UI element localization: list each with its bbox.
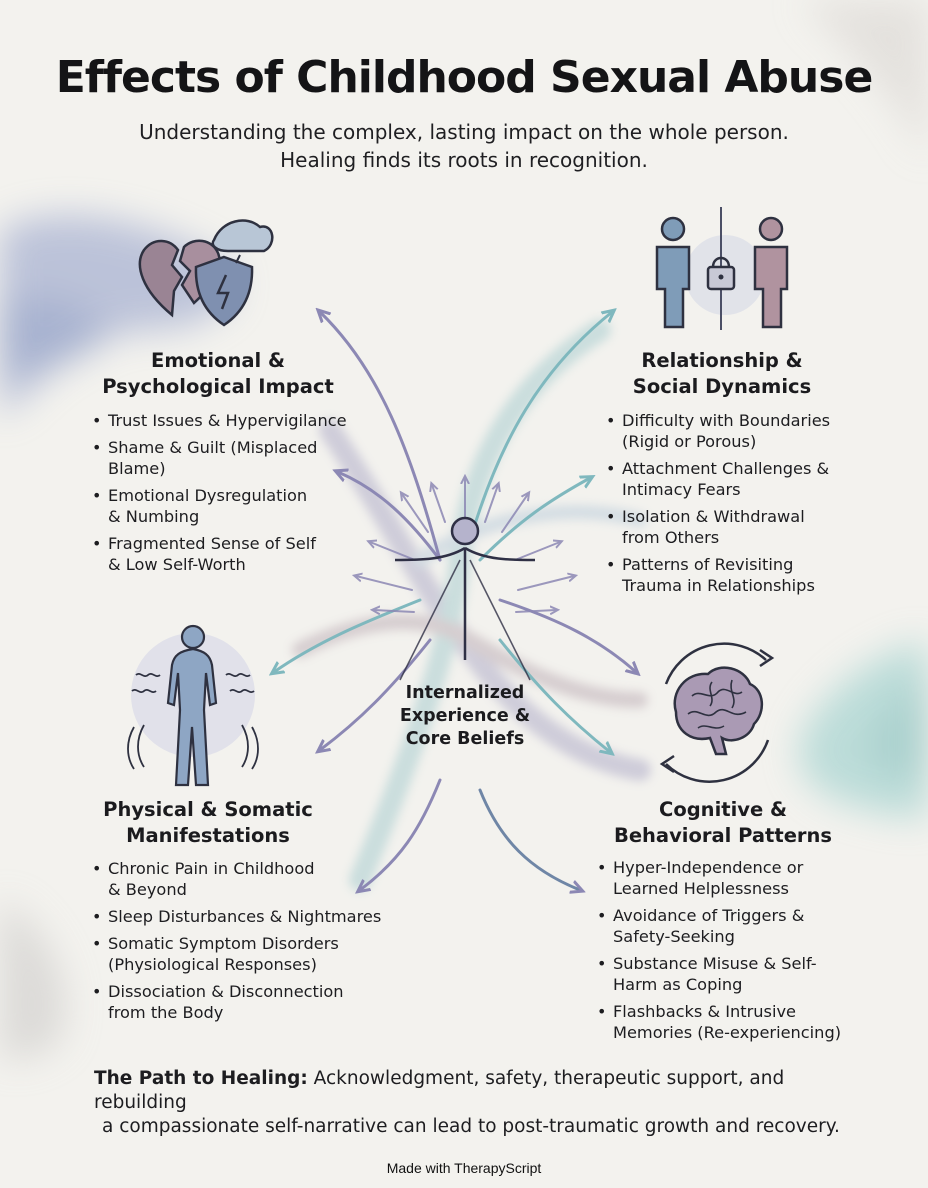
footer-text-2: a compassionate self-narrative can lead … xyxy=(102,1116,840,1137)
center-label: Internalized Experience & Core Beliefs xyxy=(399,683,531,749)
list-item: Trust Issues & Hypervigilance xyxy=(92,410,362,431)
subtitle-line-1: Understanding the complex, lasting impac… xyxy=(139,120,789,144)
section-title-cognitive: Cognitive & Behavioral Patterns xyxy=(613,798,833,847)
footer-text-1: Acknowledgment, safety, therapeutic supp… xyxy=(94,1068,785,1113)
body-vibration-icon xyxy=(127,624,259,787)
list-item: Sleep Disturbances & Nightmares xyxy=(92,906,402,927)
physical-list: Chronic Pain in Childhood& Beyond Sleep … xyxy=(92,858,402,1029)
list-item: Attachment Challenges &Intimacy Fears xyxy=(606,458,866,500)
section-title-physical: Physical & Somatic Manifestations xyxy=(103,798,313,847)
center-figure-icon xyxy=(394,516,536,681)
broken-heart-shield-icon xyxy=(138,219,274,327)
list-item: Difficulty with Boundaries(Rigid or Poro… xyxy=(606,410,866,452)
list-item: Substance Misuse & Self-Harm as Coping xyxy=(597,953,867,995)
relationship-list: Difficulty with Boundaries(Rigid or Poro… xyxy=(606,410,866,602)
brain-cycle-icon xyxy=(659,642,775,783)
subtitle-line-2: Healing finds its roots in recognition. xyxy=(280,148,648,172)
list-item: Emotional Dysregulation& Numbing xyxy=(92,485,362,527)
footer-lead: The Path to Healing: xyxy=(94,1068,308,1089)
two-people-lock-icon xyxy=(655,207,789,330)
page-subtitle: Understanding the complex, lasting impac… xyxy=(0,118,928,174)
list-item: Chronic Pain in Childhood& Beyond xyxy=(92,858,402,900)
emotional-list: Trust Issues & Hypervigilance Shame & Gu… xyxy=(92,410,362,581)
list-item: Somatic Symptom Disorders(Physiological … xyxy=(92,933,402,975)
page-title: Effects of Childhood Sexual Abuse xyxy=(55,52,874,103)
section-title-relationship: Relationship & Social Dynamics xyxy=(632,349,812,398)
list-item: Fragmented Sense of Self& Low Self-Worth xyxy=(92,533,362,575)
list-item: Avoidance of Triggers &Safety-Seeking xyxy=(597,905,867,947)
section-title-emotional: Emotional & Psychological Impact xyxy=(102,349,334,398)
credit-text: Made with TherapyScript xyxy=(386,1160,542,1176)
healing-footer: The Path to Healing: Acknowledgment, saf… xyxy=(94,1067,854,1139)
